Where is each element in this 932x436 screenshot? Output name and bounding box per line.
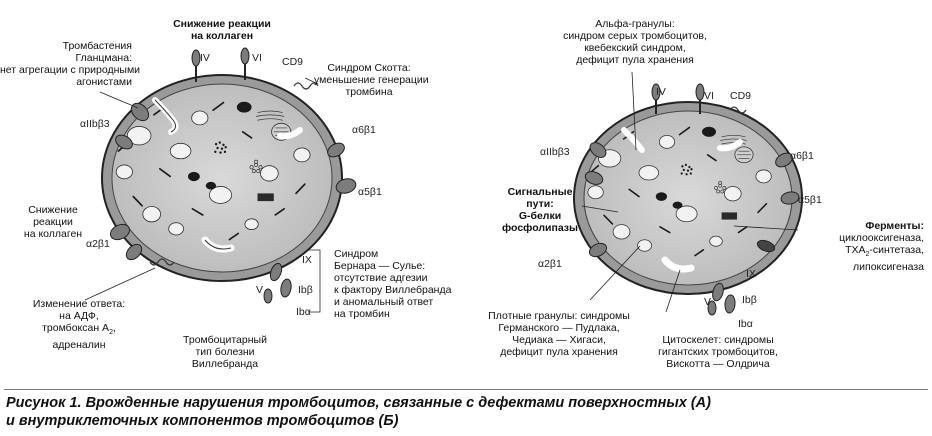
platelet-diagram: [84, 47, 803, 316]
caption-divider: [4, 389, 928, 390]
receptor-ix-a: IX: [302, 254, 312, 266]
receptor-iv-a: IV: [200, 52, 210, 64]
receptor-cd9-a: CD9: [282, 56, 304, 68]
receptor-vi-b: VI: [704, 90, 714, 102]
figure-caption: Рисунок 1. Врожденные нарушения тромбоци…: [6, 394, 926, 430]
receptor-a6b1-a: α6β1: [352, 124, 376, 136]
receptor-a2b3-a: αIIbβ3: [80, 118, 110, 130]
caption-line-2: и внутриклеточных компонентов тромбоцито…: [6, 413, 399, 429]
label-alpha-granules: Альфа-гранулы:синдром серых тромбоцитов,…: [563, 18, 707, 66]
receptor-ibb-b: Ibβ: [742, 294, 757, 306]
receptor-a6b1-b: α6β1: [790, 150, 814, 162]
receptor-a2b3-b: αIIbβ3: [540, 146, 570, 158]
receptor-vi-a: VI: [252, 52, 262, 64]
platelet-a: [84, 47, 357, 313]
caption-line-1: Рисунок 1. Врожденные нарушения тромбоци…: [6, 395, 711, 411]
receptor-a5b1-b: α5β1: [798, 194, 822, 206]
receptor-a2b1-b: α2β1: [538, 258, 562, 270]
receptor-ix-b: IX: [746, 268, 756, 280]
receptor-iv-b: IV: [656, 86, 666, 98]
receptor-iba-b: Ibα: [738, 318, 753, 330]
receptor-iba-a: Ibα: [296, 306, 311, 318]
receptor-a2b1-a: α2β1: [86, 238, 110, 250]
receptor-v-b: V: [704, 296, 712, 308]
label-enzymes: Ферменты:циклооксигеназа, ТХА2-синтетаза…: [839, 220, 924, 274]
receptor-a5b1-a: α5β1: [358, 186, 382, 198]
receptor-v-a: V: [256, 284, 264, 296]
platelet-b: [573, 71, 803, 316]
receptor-cd9-b: CD9: [730, 90, 752, 102]
label-adp: Изменение ответа:на АДФ, тромбоксан А2, …: [32, 298, 126, 352]
receptor-ibb-a: Ibβ: [298, 284, 313, 296]
